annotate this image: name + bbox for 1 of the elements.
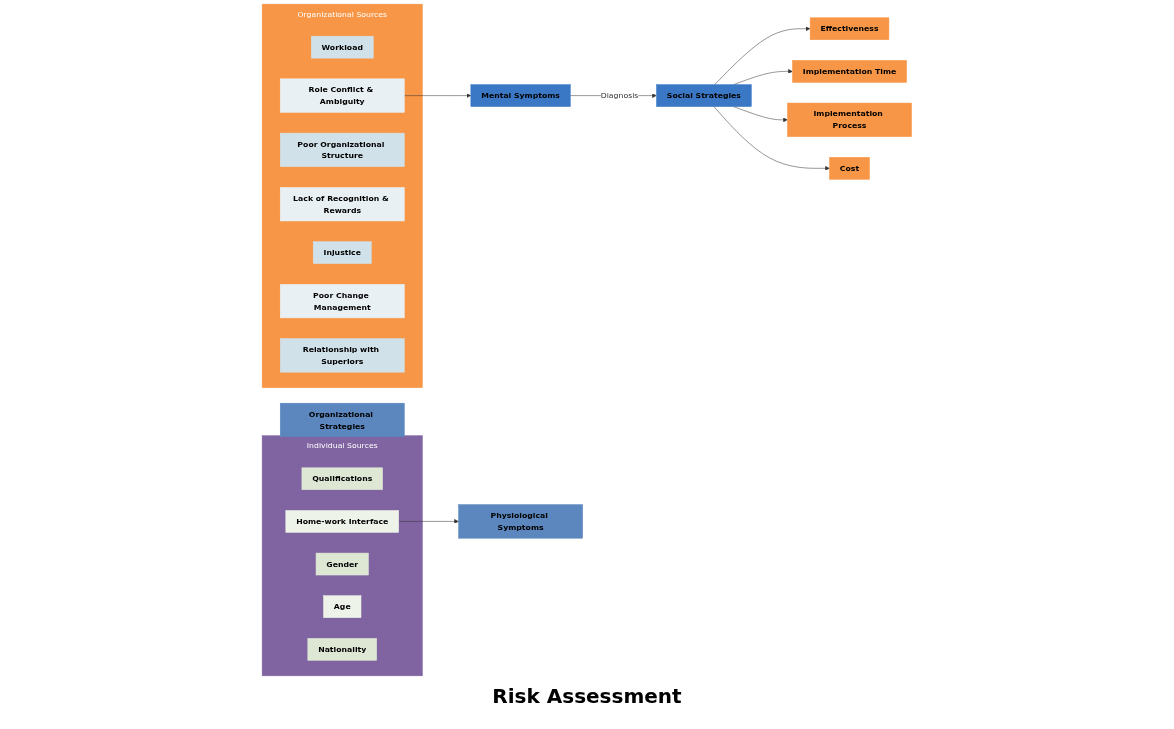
note-text: Risk Assessment	[492, 684, 682, 708]
